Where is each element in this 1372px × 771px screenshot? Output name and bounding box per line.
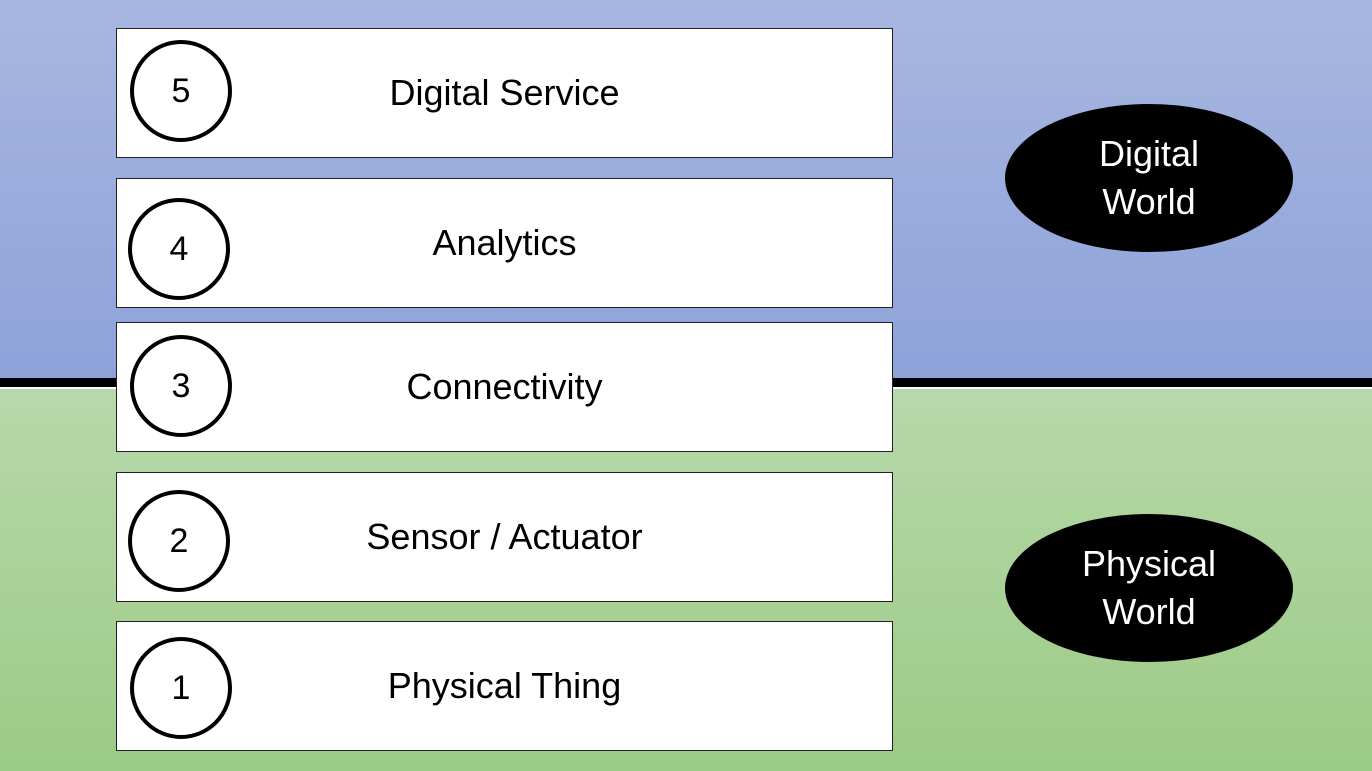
physical-world-ellipse: Physical World bbox=[1005, 514, 1293, 662]
layer-4-label: Analytics bbox=[432, 222, 577, 263]
layer-3-label: Connectivity bbox=[406, 366, 603, 407]
digital-world-line1: Digital bbox=[1098, 133, 1200, 174]
physical-world-line2: World bbox=[1102, 591, 1196, 632]
layer-5-box: Digital Service 5 bbox=[116, 28, 893, 158]
digital-world-ellipse: Digital World bbox=[1005, 104, 1293, 252]
layer-2-label: Sensor / Actuator bbox=[366, 516, 643, 557]
layer-5-label: Digital Service bbox=[389, 72, 620, 113]
physical-world-line1: Physical bbox=[1081, 543, 1217, 584]
layer-2-box: Sensor / Actuator 2 bbox=[116, 472, 893, 602]
layer-2-number-circle: 2 bbox=[128, 490, 230, 592]
layer-1-box: Physical Thing 1 bbox=[116, 621, 893, 751]
layer-1-number-circle: 1 bbox=[130, 637, 232, 739]
digital-world-line2: World bbox=[1102, 181, 1196, 222]
layer-4-box: Analytics 4 bbox=[116, 178, 893, 308]
layer-4-number-circle: 4 bbox=[128, 198, 230, 300]
layer-3-box: Connectivity 3 bbox=[116, 322, 893, 452]
layer-1-label: Physical Thing bbox=[387, 665, 622, 706]
layer-5-number-circle: 5 bbox=[130, 40, 232, 142]
layer-3-number-circle: 3 bbox=[130, 335, 232, 437]
